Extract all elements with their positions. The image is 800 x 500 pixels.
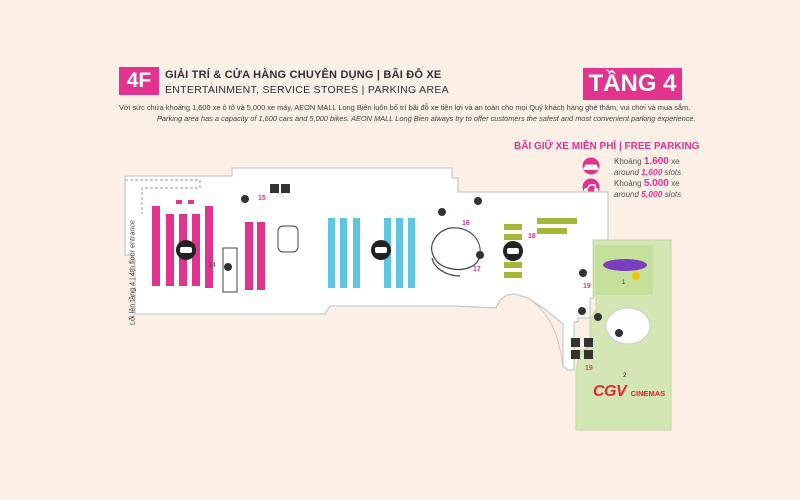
car-marker-cyan: [371, 240, 391, 260]
store-number-2: 2: [623, 373, 627, 379]
motorbike-icon: [582, 178, 600, 196]
store-1-logo: [603, 259, 647, 271]
cgv-logo-text: CGV: [593, 383, 627, 400]
store-number-1: 1: [622, 280, 626, 286]
store-1-logo-dot: [632, 272, 640, 280]
floor-name-badge: TẦNG 4: [583, 68, 682, 100]
bike-capacity: Khoảng 5.000 xe around 5,000 slots: [614, 178, 682, 199]
service-icons: [224, 184, 623, 359]
floor-entrance-label: Lối lên tầng 4 | 4th floor entrance: [127, 220, 137, 325]
description-vietnamese: Với sức chứa khoảng 1,600 xe ô tô và 5,0…: [119, 103, 691, 112]
title-vietnamese: GIẢI TRÍ & CỬA HÀNG CHUYÊN DỤNG | BÃI ĐỖ…: [165, 69, 442, 81]
cgv-logo[interactable]: CGV CINEMAS: [593, 383, 665, 401]
zone-number-15: 15: [258, 195, 266, 202]
ring-ramp-exit: [431, 257, 461, 277]
zone-number-19b: 19: [585, 365, 593, 372]
zone-number-17: 17: [473, 266, 481, 273]
curved-edge: [527, 297, 564, 367]
round-structure: [605, 307, 651, 345]
zone-number-14: 14: [208, 262, 216, 269]
title-english: ENTERTAINMENT, SERVICE STORES | PARKING …: [165, 84, 449, 96]
zone-number-18: 18: [528, 233, 536, 240]
entrance-ramp: [125, 179, 201, 214]
car-capacity: Khoảng 1.600 xe around 1,600 slots: [614, 156, 682, 177]
zone-number-19a: 19: [583, 283, 591, 290]
car-icon: [582, 157, 600, 175]
free-parking-title: BÃI GIỮ XE MIỄN PHÍ | FREE PARKING: [514, 141, 700, 152]
pillar-block: [277, 225, 299, 253]
car-marker-pink: [176, 240, 196, 260]
zone-number-16: 16: [462, 220, 470, 227]
cgv-cinemas-text: CINEMAS: [630, 389, 666, 398]
ring-ramp: [431, 227, 481, 271]
description-english: Parking area has a capacity of 1,600 car…: [157, 114, 696, 123]
floor-badge: 4F: [119, 67, 159, 95]
car-marker-olive: [503, 241, 523, 261]
building-outline: [124, 167, 609, 371]
olive-parking-zone: [504, 218, 577, 278]
